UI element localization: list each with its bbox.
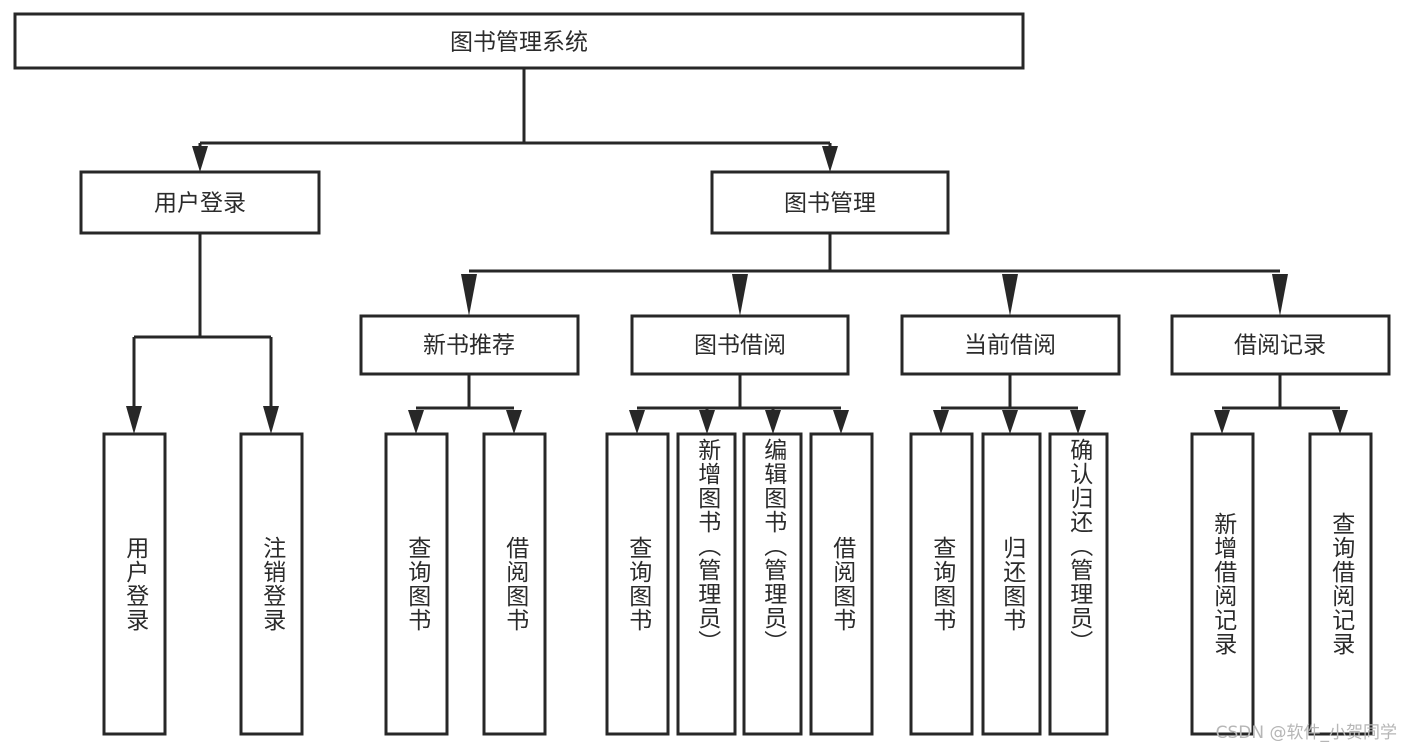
node-book-manage[interactable]: 图书管理: [710, 170, 950, 235]
node-leaf-return-book-box[interactable]: [981, 432, 1042, 736]
arrow-head-leaf-add-record: [1214, 410, 1230, 434]
node-leaf-query-book-borrow-box[interactable]: [605, 432, 670, 736]
arrow-head-book-manage: [822, 146, 838, 172]
node-leaf-query-book-cur-box[interactable]: [909, 432, 974, 736]
node-root-box[interactable]: [13, 12, 1025, 70]
arrow-head-leaf-query-record: [1332, 410, 1348, 434]
node-new-book-recommend-label: 新书推荐: [423, 333, 515, 359]
arrow-head-leaf-query-book-cur: [933, 410, 949, 434]
arrow-head-leaf-user-login: [126, 406, 142, 434]
node-current-borrow-label: 当前借阅: [964, 333, 1056, 359]
arrow-head-leaf-borrow-book: [833, 410, 849, 434]
node-book-borrow-box[interactable]: [630, 314, 850, 376]
node-leaf-borrow-book-rec-box[interactable]: [482, 432, 547, 736]
arrow-head-leaf-edit-book: [765, 410, 781, 434]
node-current-borrow[interactable]: 当前借阅: [900, 314, 1121, 376]
node-book-manage-label: 图书管理: [784, 191, 876, 217]
arrow-head-leaf-query-book-borrow: [629, 410, 645, 434]
node-leaf-logout-box[interactable]: [239, 432, 304, 736]
arrow-head-leaf-return-book: [1002, 410, 1018, 434]
node-leaf-edit-book-box[interactable]: [742, 432, 803, 736]
arrow-head-leaf-query-book-rec: [408, 410, 424, 434]
node-user-login-box[interactable]: [79, 170, 321, 235]
arrow-head-book-borrow: [732, 274, 748, 316]
arrow-head-leaf-confirm-return: [1070, 410, 1086, 434]
node-new-book-recommend[interactable]: 新书推荐: [359, 314, 580, 376]
node-book-borrow-label: 图书借阅: [694, 333, 786, 359]
node-new-book-recommend-box[interactable]: [359, 314, 580, 376]
node-current-borrow-box[interactable]: [900, 314, 1121, 376]
node-leaf-query-record-box[interactable]: [1308, 432, 1373, 736]
arrow-head-user-login: [192, 146, 208, 172]
node-borrow-records[interactable]: 借阅记录: [1170, 314, 1391, 376]
node-book-manage-box[interactable]: [710, 170, 950, 235]
node-borrow-records-label: 借阅记录: [1234, 333, 1326, 359]
node-user-login-label: 用户登录: [154, 191, 246, 217]
connector-layer: [126, 68, 1348, 434]
node-user-login[interactable]: 用户登录: [79, 170, 321, 235]
arrow-head-borrow-records: [1272, 274, 1288, 316]
node-book-borrow[interactable]: 图书借阅: [630, 314, 850, 376]
arrow-head-leaf-add-book: [699, 410, 715, 434]
node-leaf-confirm-return-box[interactable]: [1048, 432, 1109, 736]
arrow-head-current-borrow: [1002, 274, 1018, 316]
arrow-head-leaf-borrow-book-rec: [506, 410, 522, 434]
arrow-head-leaf-logout: [263, 406, 279, 434]
node-root[interactable]: 图书管理系统: [13, 12, 1025, 70]
node-leaf-user-login-box[interactable]: [102, 432, 167, 736]
node-leaf-add-record-box[interactable]: [1190, 432, 1255, 736]
node-borrow-records-box[interactable]: [1170, 314, 1391, 376]
arrow-head-new-book-recommend: [461, 274, 477, 316]
node-leaf-borrow-book-box[interactable]: [809, 432, 874, 736]
node-leaf-query-book-rec-box[interactable]: [384, 432, 449, 736]
node-root-label: 图书管理系统: [450, 30, 588, 56]
node-leaf-add-book-box[interactable]: [676, 432, 737, 736]
leaf-box-layer: [102, 432, 1373, 736]
